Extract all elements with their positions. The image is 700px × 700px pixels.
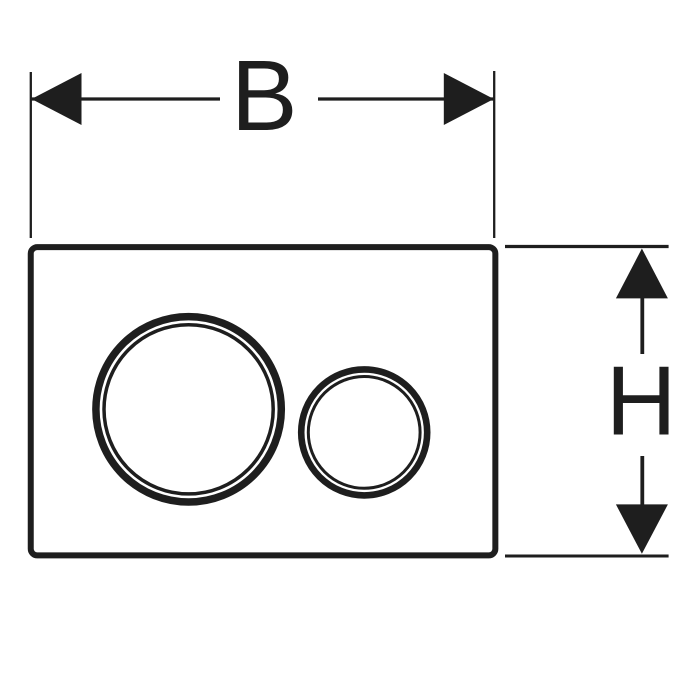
svg-text:B: B (231, 40, 298, 152)
svg-text:H: H (606, 346, 677, 456)
